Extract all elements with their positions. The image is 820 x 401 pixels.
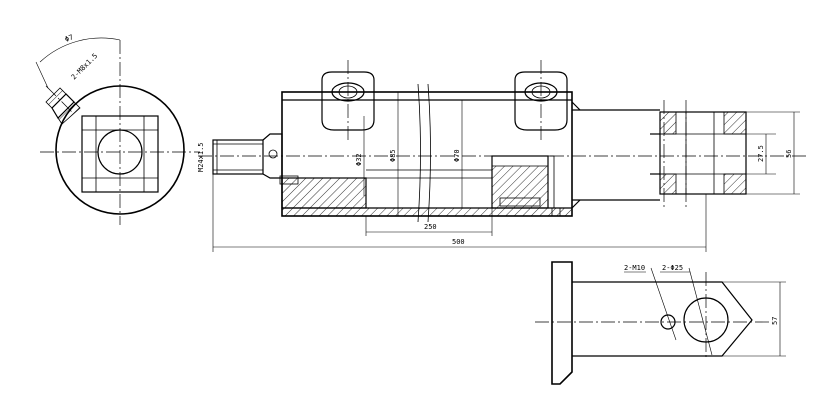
mounting-flange-view: 2-M10 2-Φ25 57 [535, 261, 786, 385]
label-rod-dia: Φ32 [355, 153, 363, 166]
label-clevis-height: 56 [785, 150, 793, 158]
end-view: Φ7 2-M8x1.5 [35, 33, 200, 225]
label-rod-thread: M24x1.5 [197, 142, 205, 172]
label-mount-height: 57 [771, 317, 779, 325]
label-bore-dia: Φ85 [389, 149, 397, 162]
label-total-length: 500 [452, 238, 465, 246]
cylinder-side-view: M24x1.5 [197, 60, 808, 252]
label-pin-hole-phi: Φ7 [64, 33, 75, 44]
clevis-end [650, 100, 747, 210]
label-clevis-hole: 27.5 [757, 145, 765, 162]
label-mount-tap: 2-M10 [624, 264, 645, 272]
label-pin-hole-thread: 2-M8x1.5 [70, 52, 99, 81]
label-outer-dia: Φ70 [453, 149, 461, 162]
label-stroke-length: 250 [424, 223, 437, 231]
label-mount-hole: 2-Φ25 [662, 264, 683, 272]
